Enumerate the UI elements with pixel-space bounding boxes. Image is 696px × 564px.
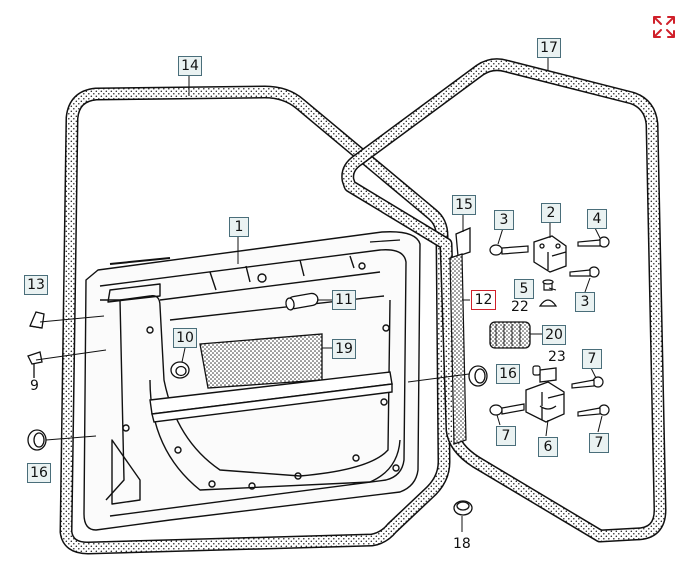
- callout-11[interactable]: 11: [332, 290, 356, 310]
- plug-part-16-right: [468, 365, 488, 387]
- callout-7-left[interactable]: 7: [496, 426, 516, 446]
- screw-part-3-top: [489, 244, 529, 256]
- callout-20[interactable]: 20: [542, 325, 566, 345]
- label-22: 22: [511, 299, 529, 315]
- body-seal-part-17: [341, 58, 667, 543]
- bracket-part-15: [455, 227, 471, 257]
- callout-4[interactable]: 4: [587, 209, 607, 229]
- callout-3-top[interactable]: 3: [494, 210, 514, 230]
- callout-12-selected[interactable]: 12: [471, 290, 496, 310]
- callout-7-upper-right[interactable]: 7: [582, 349, 602, 369]
- callout-17[interactable]: 17: [537, 38, 561, 58]
- lower-hinge-part-6: [525, 367, 565, 423]
- label-9: 9: [30, 378, 39, 394]
- buffer-part-20: [489, 321, 531, 349]
- callout-16-left[interactable]: 16: [27, 463, 51, 483]
- pin-part-23: [532, 365, 541, 376]
- grommet-part-10: [170, 361, 190, 379]
- plug-part-18: [453, 500, 473, 516]
- callout-19[interactable]: 19: [332, 339, 356, 359]
- impact-bar: [149, 371, 393, 423]
- callout-2[interactable]: 2: [541, 203, 561, 223]
- clip-part-9: [27, 351, 43, 378]
- cap-part-22: [538, 299, 558, 307]
- callout-5[interactable]: 5: [514, 279, 534, 299]
- screw-part-4: [577, 236, 610, 248]
- leader-lines: [35, 58, 603, 532]
- seal-strip-part-12: [449, 253, 467, 445]
- screw-part-3-bottom: [569, 266, 600, 278]
- callout-7-lower-right[interactable]: 7: [589, 433, 609, 453]
- roller-part-11: [285, 292, 319, 311]
- label-18: 18: [453, 536, 471, 552]
- clip-part-13: [29, 311, 45, 329]
- callout-15[interactable]: 15: [452, 195, 476, 215]
- callout-10[interactable]: 10: [173, 328, 197, 348]
- screw-part-7-c: [577, 404, 610, 417]
- callout-6[interactable]: 6: [538, 437, 558, 457]
- screw-part-7-a: [489, 403, 525, 416]
- callout-14[interactable]: 14: [178, 56, 202, 76]
- callout-3-bottom[interactable]: 3: [575, 292, 595, 312]
- callout-16-right[interactable]: 16: [496, 364, 520, 384]
- expand-arrows-icon[interactable]: [651, 14, 677, 40]
- label-23: 23: [548, 349, 566, 365]
- screw-part-7-b: [571, 376, 604, 389]
- callout-13[interactable]: 13: [24, 275, 48, 295]
- trim-insert-part-19: [199, 333, 323, 389]
- door-seal-part-14: [59, 85, 451, 555]
- upper-hinge-part-2: [533, 235, 567, 273]
- callout-1[interactable]: 1: [229, 217, 249, 237]
- plug-part-16-left: [27, 429, 47, 451]
